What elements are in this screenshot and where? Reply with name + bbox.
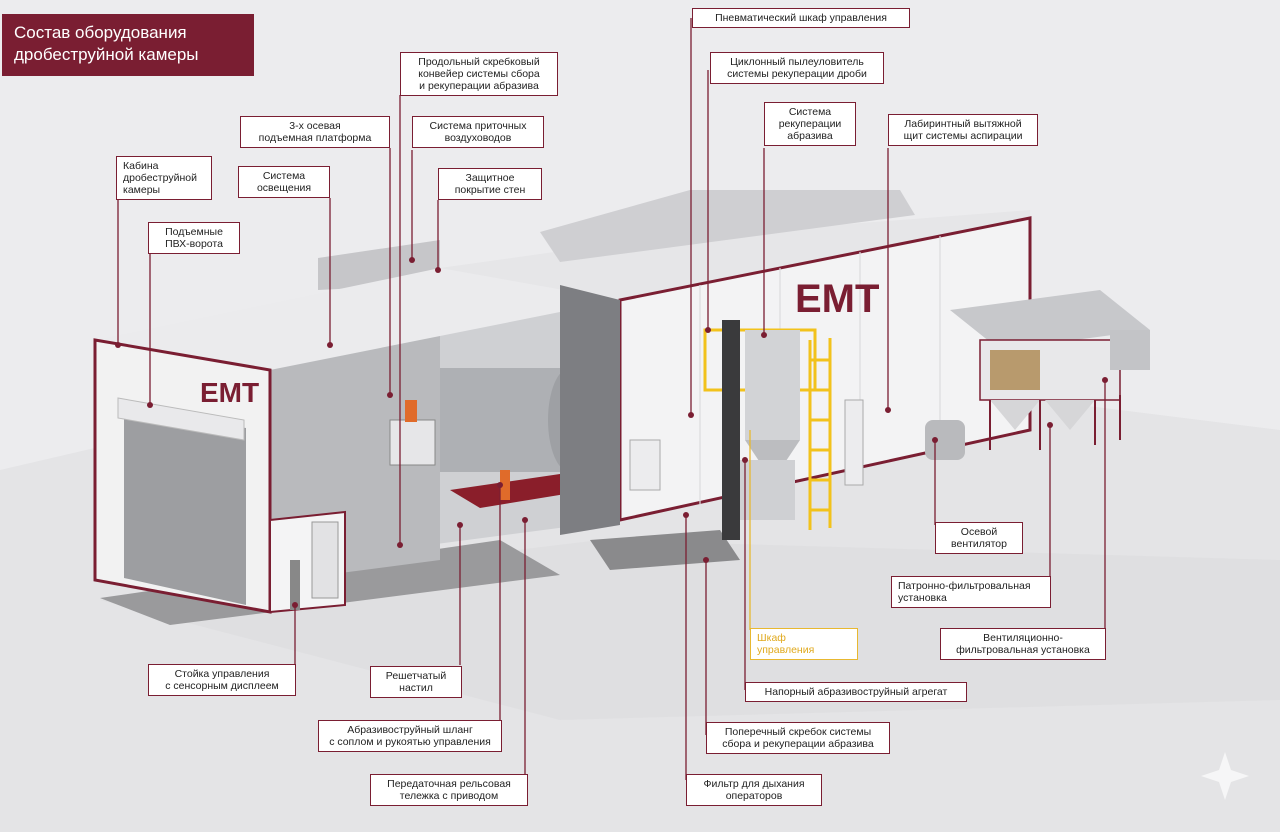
exhaust-duct	[1110, 330, 1150, 370]
door	[311, 521, 339, 599]
brand-logo-right: EMT	[795, 277, 879, 321]
diagram-title: Состав оборудования дробеструйной камеры	[2, 14, 254, 76]
brand-logo-left: EMT	[200, 377, 259, 408]
cross-pit	[590, 530, 740, 570]
lift-platform	[389, 419, 436, 466]
filter-hood	[950, 290, 1150, 350]
hopper-2	[1045, 400, 1095, 430]
control-cabinet	[844, 399, 864, 486]
sparkle-icon	[1201, 752, 1249, 800]
right-hall-front	[560, 285, 620, 535]
bucket-elevator	[722, 320, 740, 540]
cyclone-body	[745, 330, 800, 440]
pressure-unit	[740, 460, 795, 520]
label-pneumatic-cabinet: Пневматический шкаф управления	[692, 8, 910, 28]
hopper-1	[990, 400, 1040, 430]
operator-2	[500, 470, 510, 500]
control-rack	[290, 560, 300, 610]
cyclone-cone	[745, 440, 800, 470]
left-hall-roof	[95, 268, 620, 370]
roof-back	[440, 210, 1030, 300]
operator-1	[405, 400, 417, 422]
title-line-2: дробеструйной камеры	[14, 45, 199, 64]
label-pressure-unit: Напорный абразивоструйный агрегат	[745, 682, 967, 702]
title-line-1: Состав оборудования	[14, 23, 187, 42]
pneumatic-cabinet	[629, 439, 661, 491]
gate-roll	[117, 397, 245, 441]
left-hall-opening	[124, 408, 246, 605]
roof-duct	[540, 190, 915, 262]
cartridges	[990, 350, 1040, 390]
red-cart	[450, 474, 590, 508]
label-vent-filter: Вентиляционно-фильтровальная установка	[940, 628, 1106, 660]
